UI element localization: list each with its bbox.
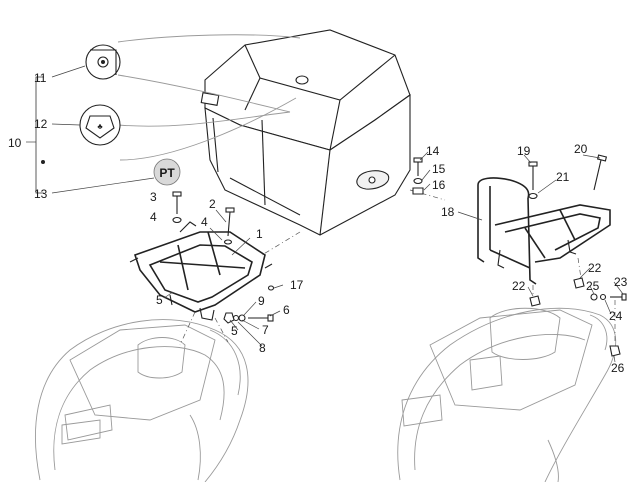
callout-8: 8 [259,341,266,355]
callout-14: 14 [426,144,440,158]
callout-4-left: 4 [150,210,157,224]
callout-18: 18 [441,205,455,219]
callout-24: 24 [609,309,623,323]
detail-rivet [85,44,121,80]
callout-9: 9 [258,294,265,308]
right-scooter-body [397,307,617,482]
group-bracket-10 [26,65,155,194]
left-scooter-body [35,319,249,482]
left-rack [129,221,273,321]
right-fasteners [528,154,627,357]
callout-17: 17 [290,278,304,292]
leader-lines [163,151,624,363]
callout-22-left: 22 [512,279,526,293]
emblem-mark-icon: ♣ [97,122,103,131]
callout-25: 25 [586,279,600,293]
callout-20: 20 [574,142,588,156]
pt-badge-text: PT [159,166,175,180]
case-fasteners [412,157,424,195]
callout-12: 12 [34,117,48,131]
callout-7: 7 [262,323,269,337]
callout-26: 26 [611,361,625,375]
callout-19: 19 [517,144,531,158]
callout-10: 10 [8,136,22,150]
callout-4-right: 4 [201,215,208,229]
callout-11: 11 [34,71,47,85]
callout-23: 23 [614,275,628,289]
callout-13: 13 [34,187,48,201]
callout-6: 6 [283,303,290,317]
callout-5-lower: 5 [231,324,238,338]
callout-3: 3 [150,190,157,204]
callout-5-left: 5 [156,293,163,307]
pt-badge: PT [153,158,181,186]
callout-1: 1 [256,227,263,241]
detail-emblem: ♣ [79,104,121,146]
callout-16: 16 [432,178,446,192]
callout-21: 21 [556,170,570,184]
top-case [200,29,411,236]
callout-22-right: 22 [588,261,602,275]
left-fasteners [172,191,275,324]
callout-2: 2 [209,197,216,211]
right-rack [477,177,611,285]
callout-15: 15 [432,162,446,176]
